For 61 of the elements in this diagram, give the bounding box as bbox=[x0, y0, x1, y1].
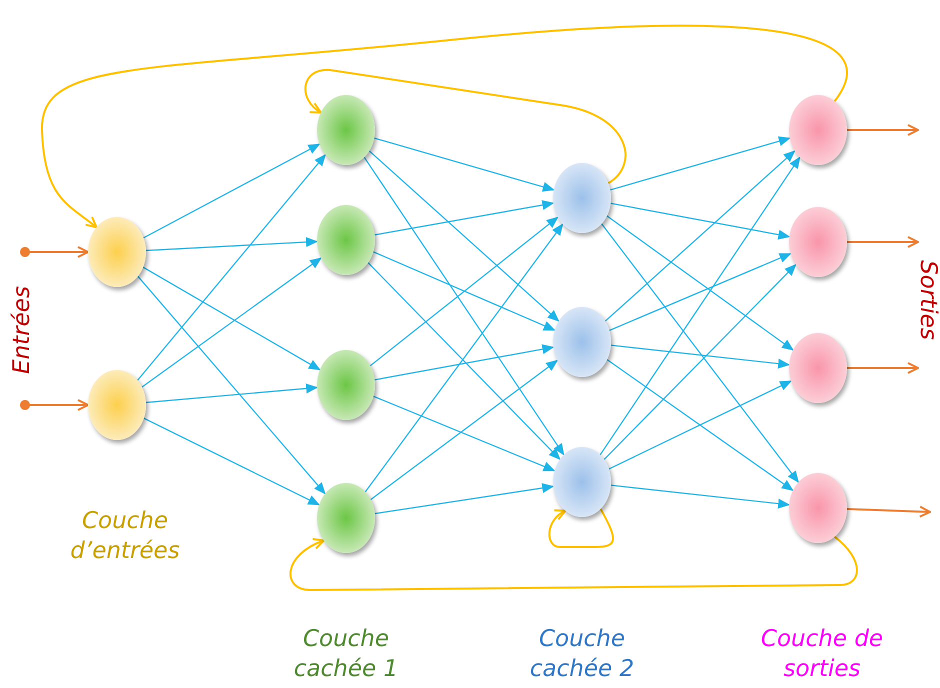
arrow bbox=[847, 362, 919, 374]
layer-label: Couche cachée 2 bbox=[528, 625, 636, 684]
connection-arrow bbox=[610, 202, 790, 240]
connection-arrow bbox=[608, 380, 792, 470]
connection-arrow bbox=[146, 383, 318, 404]
layer-label: Couche d’entrées bbox=[69, 507, 181, 566]
connection-arrow bbox=[604, 150, 796, 322]
connection-arrow bbox=[604, 264, 796, 460]
connection-arrow bbox=[609, 253, 792, 331]
neuron-circle bbox=[553, 163, 611, 233]
connection-arrow bbox=[368, 150, 560, 322]
neuron-circle bbox=[789, 207, 847, 277]
connection-arrow bbox=[370, 360, 558, 500]
neuron-circle bbox=[88, 370, 146, 440]
neuron-circle bbox=[553, 307, 611, 377]
neuron-circle bbox=[317, 205, 375, 275]
arrow bbox=[290, 536, 858, 591]
arrow bbox=[304, 69, 626, 184]
arrow bbox=[847, 124, 919, 136]
connection-arrow bbox=[146, 237, 318, 252]
connection-arrow bbox=[373, 396, 556, 472]
neuron-circle bbox=[317, 483, 375, 553]
arrow bbox=[20, 399, 89, 411]
neuron-circle bbox=[88, 217, 146, 287]
neuron-circle bbox=[789, 473, 847, 543]
connection-arrow bbox=[368, 262, 561, 460]
neuron-circle bbox=[789, 333, 847, 403]
connection-arrow bbox=[373, 251, 556, 331]
connection-arrow bbox=[601, 223, 799, 483]
layer-label: Couche cachée 1 bbox=[292, 625, 400, 684]
loop-arrow bbox=[548, 508, 614, 548]
arrow bbox=[847, 236, 919, 248]
connection-arrow bbox=[610, 344, 790, 369]
connection-arrow bbox=[374, 200, 554, 236]
arrow bbox=[846, 506, 931, 518]
connection-arrow bbox=[600, 156, 800, 456]
arrow bbox=[20, 246, 89, 258]
connection-arrow bbox=[142, 257, 322, 388]
connection-arrow bbox=[610, 136, 791, 190]
connection-arrow bbox=[364, 156, 564, 456]
axis-label: Entrées bbox=[8, 286, 36, 374]
connection-arrow bbox=[142, 266, 321, 370]
connection-arrow bbox=[364, 223, 564, 492]
arrow bbox=[41, 24, 848, 228]
connection-arrow bbox=[374, 344, 554, 380]
layer-label: Couche de sorties bbox=[760, 625, 884, 684]
neuron-circle bbox=[789, 95, 847, 165]
neuron-circle bbox=[553, 447, 611, 517]
connection-arrow bbox=[137, 276, 326, 494]
neuron-circle bbox=[317, 350, 375, 420]
connection-arrow bbox=[606, 215, 794, 351]
connection-arrow bbox=[606, 359, 794, 491]
connection-arrow bbox=[144, 418, 320, 506]
connection-arrow bbox=[374, 138, 555, 192]
neuron-circle bbox=[317, 95, 375, 165]
connection-arrow bbox=[370, 216, 559, 366]
axis-label: Sorties bbox=[914, 260, 940, 340]
connection-arrow bbox=[374, 483, 554, 514]
connection-arrow bbox=[143, 144, 320, 238]
connection-arrow bbox=[137, 154, 326, 381]
connection-arrow bbox=[610, 484, 790, 509]
